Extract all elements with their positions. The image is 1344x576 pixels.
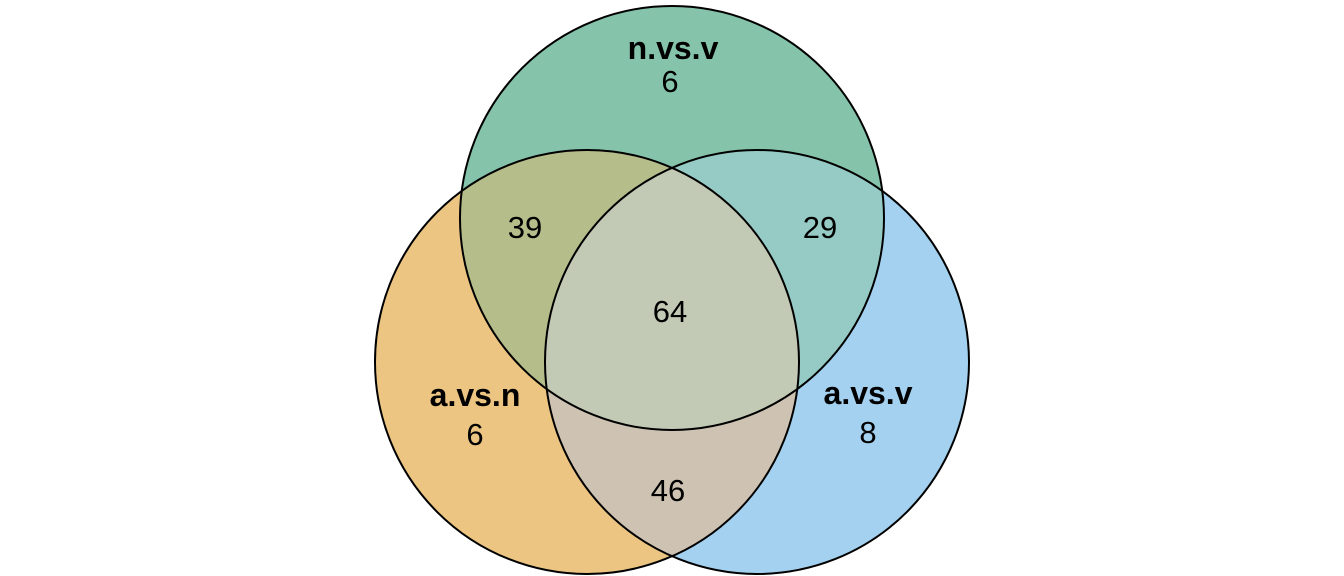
overlap-region-center-outer bbox=[545, 150, 799, 430]
count-nvsv-avsn: 39 bbox=[508, 210, 542, 245]
set-outline-nvsv bbox=[459, 5, 885, 431]
set-label-avsn: a.vs.n bbox=[430, 377, 521, 413]
count-nvsv-avsv: 29 bbox=[803, 210, 837, 245]
count-nvsv-only: 6 bbox=[661, 64, 678, 99]
count-avsv-only: 8 bbox=[859, 415, 876, 450]
count-avsn-avsv: 46 bbox=[651, 473, 685, 508]
set-outline-avsn bbox=[374, 149, 800, 575]
count-avsn-only: 6 bbox=[466, 417, 483, 452]
overlap-region-center bbox=[545, 150, 799, 430]
set-label-nvsv: n.vs.v bbox=[628, 30, 719, 66]
set-outline-avsv bbox=[544, 149, 970, 575]
overlap-fill-center bbox=[545, 150, 799, 430]
set-label-avsv: a.vs.v bbox=[824, 375, 913, 411]
count-center: 64 bbox=[653, 294, 687, 329]
